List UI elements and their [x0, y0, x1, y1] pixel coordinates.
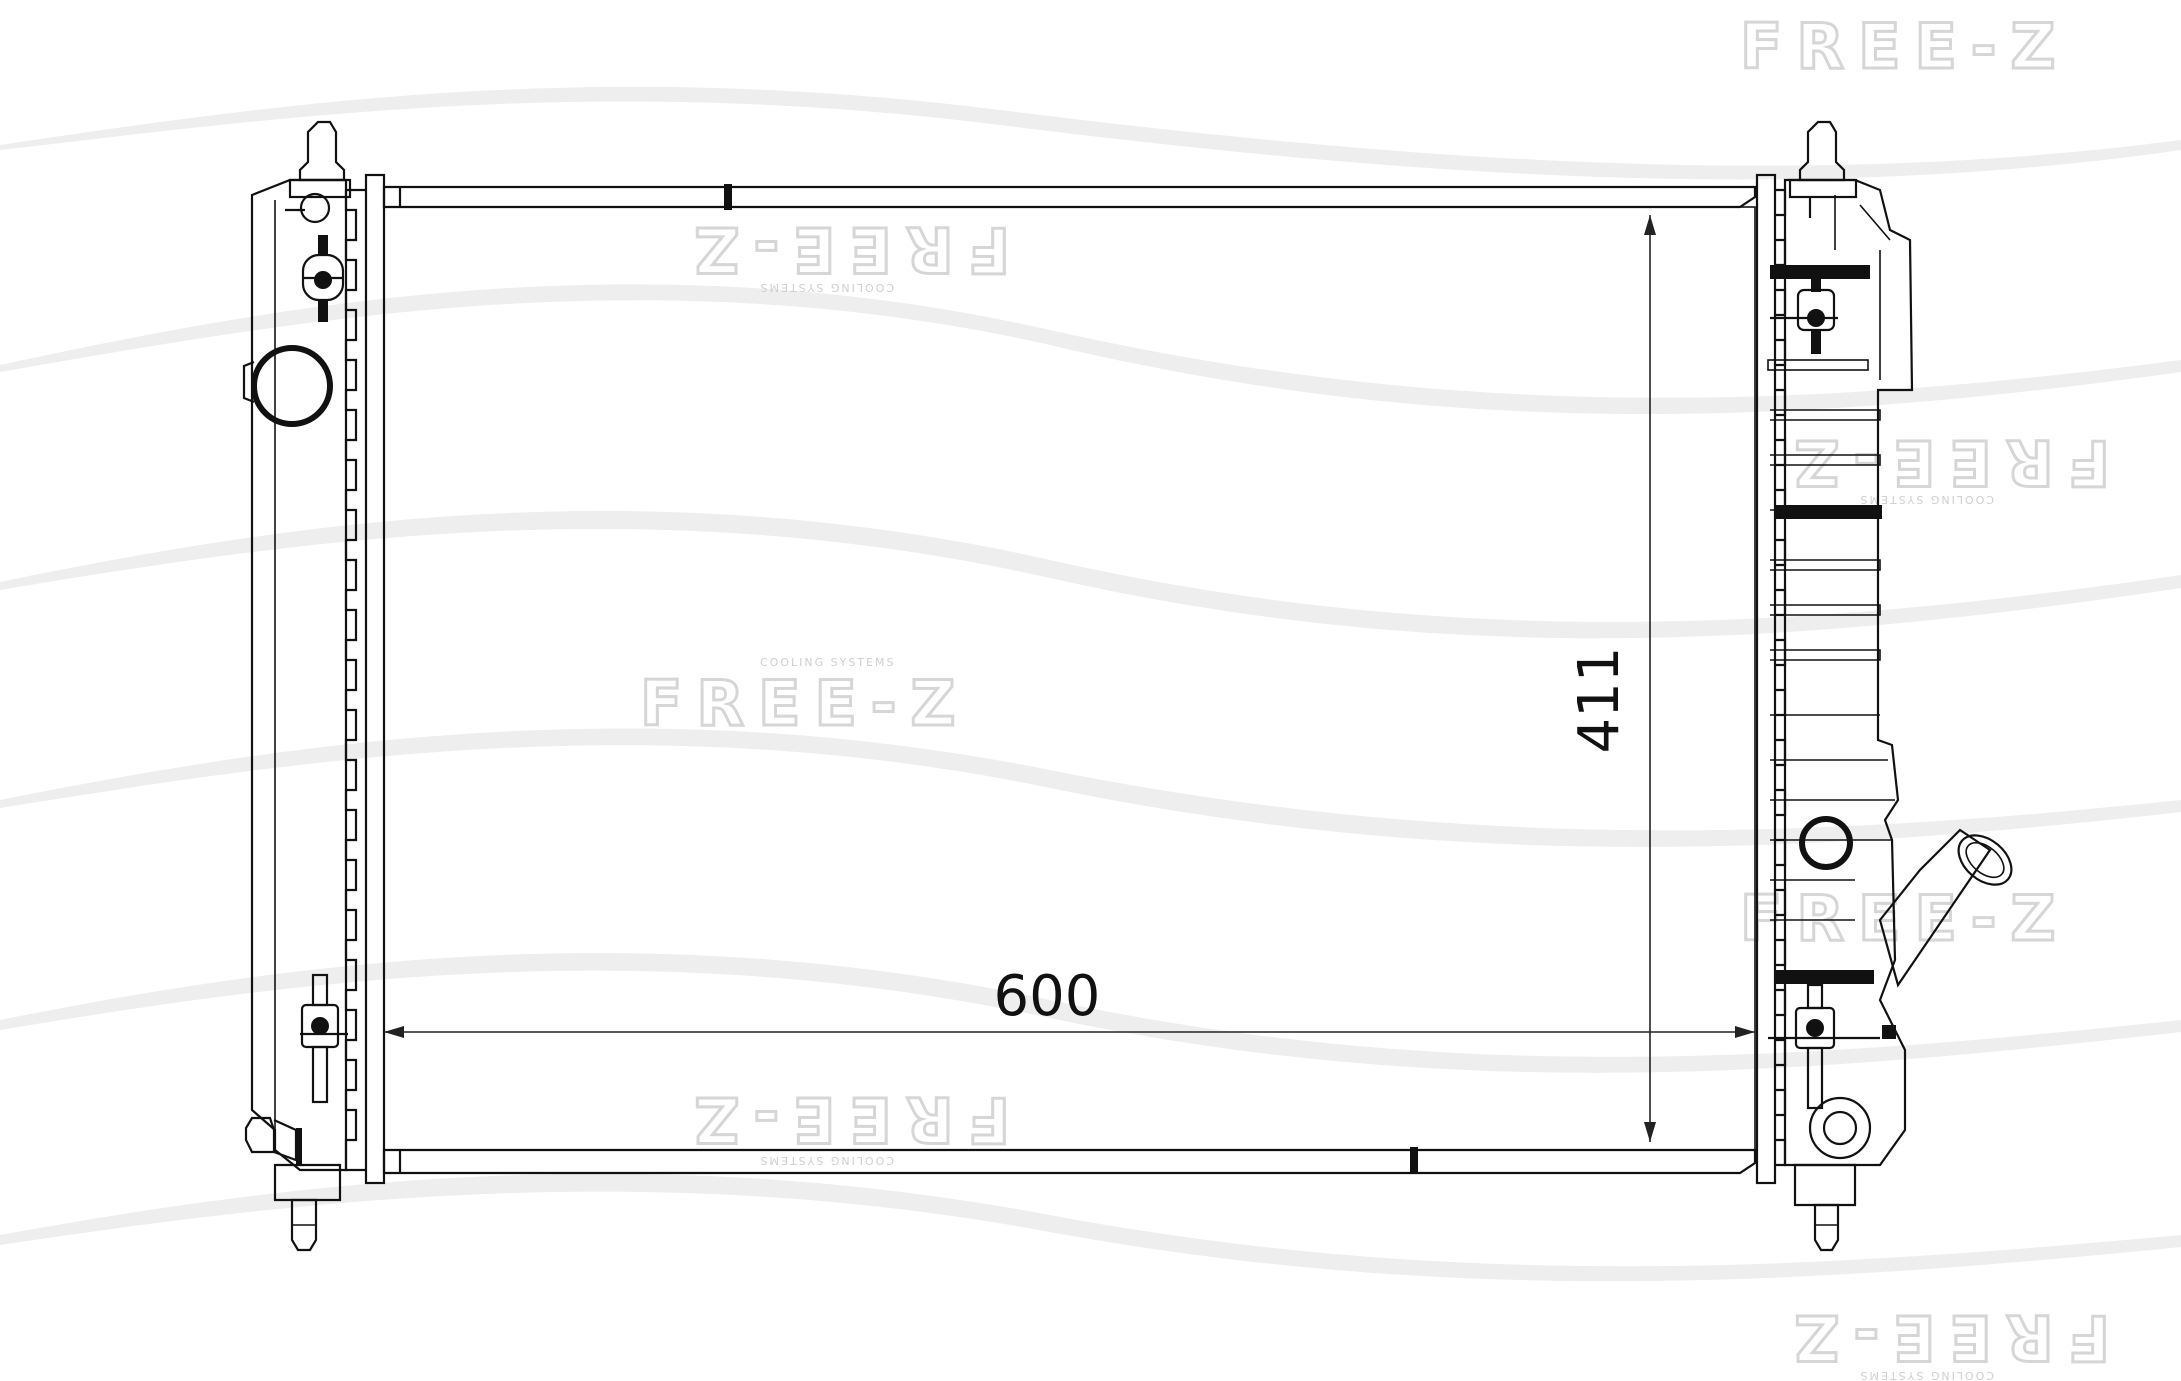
left-tank	[242, 120, 386, 1252]
height-arrow-bottom	[1644, 1122, 1656, 1142]
watermark-tagline: COOLING SYSTEMS	[760, 656, 895, 669]
width-arrow-right	[1735, 1026, 1755, 1038]
watermark-brand: FREE-Z	[640, 667, 970, 740]
watermark-brand: FREE-Z	[1781, 1301, 2111, 1374]
width-dimension-label: 600	[994, 964, 1101, 1029]
watermark-brand: FREE-Z	[1781, 426, 2111, 499]
background-waves	[0, 86, 2181, 1282]
watermark-brand: FREE-Z	[681, 1083, 1011, 1156]
dimensions: 600 411	[384, 215, 1755, 1142]
right-tank	[1755, 120, 2013, 1252]
watermark-brand: FREE-Z	[681, 213, 1011, 286]
height-dimension-label: 411	[1567, 647, 1632, 754]
width-arrow-left	[384, 1026, 404, 1038]
height-arrow-top	[1644, 215, 1656, 235]
watermark-brand: FREE-Z	[1740, 882, 2070, 955]
watermark-tagline: COOLING SYSTEMS	[759, 281, 894, 294]
watermarks: FREE-Z FREE-Z COOLING SYSTEMS FREE-Z COO…	[639, 9, 2112, 1381]
watermark-tagline: COOLING SYSTEMS	[1859, 1369, 1994, 1381]
watermark-tagline: COOLING SYSTEMS	[1859, 493, 1994, 506]
watermark-tagline: COOLING SYSTEMS	[759, 1154, 894, 1167]
watermark-brand: FREE-Z	[1740, 10, 2070, 83]
